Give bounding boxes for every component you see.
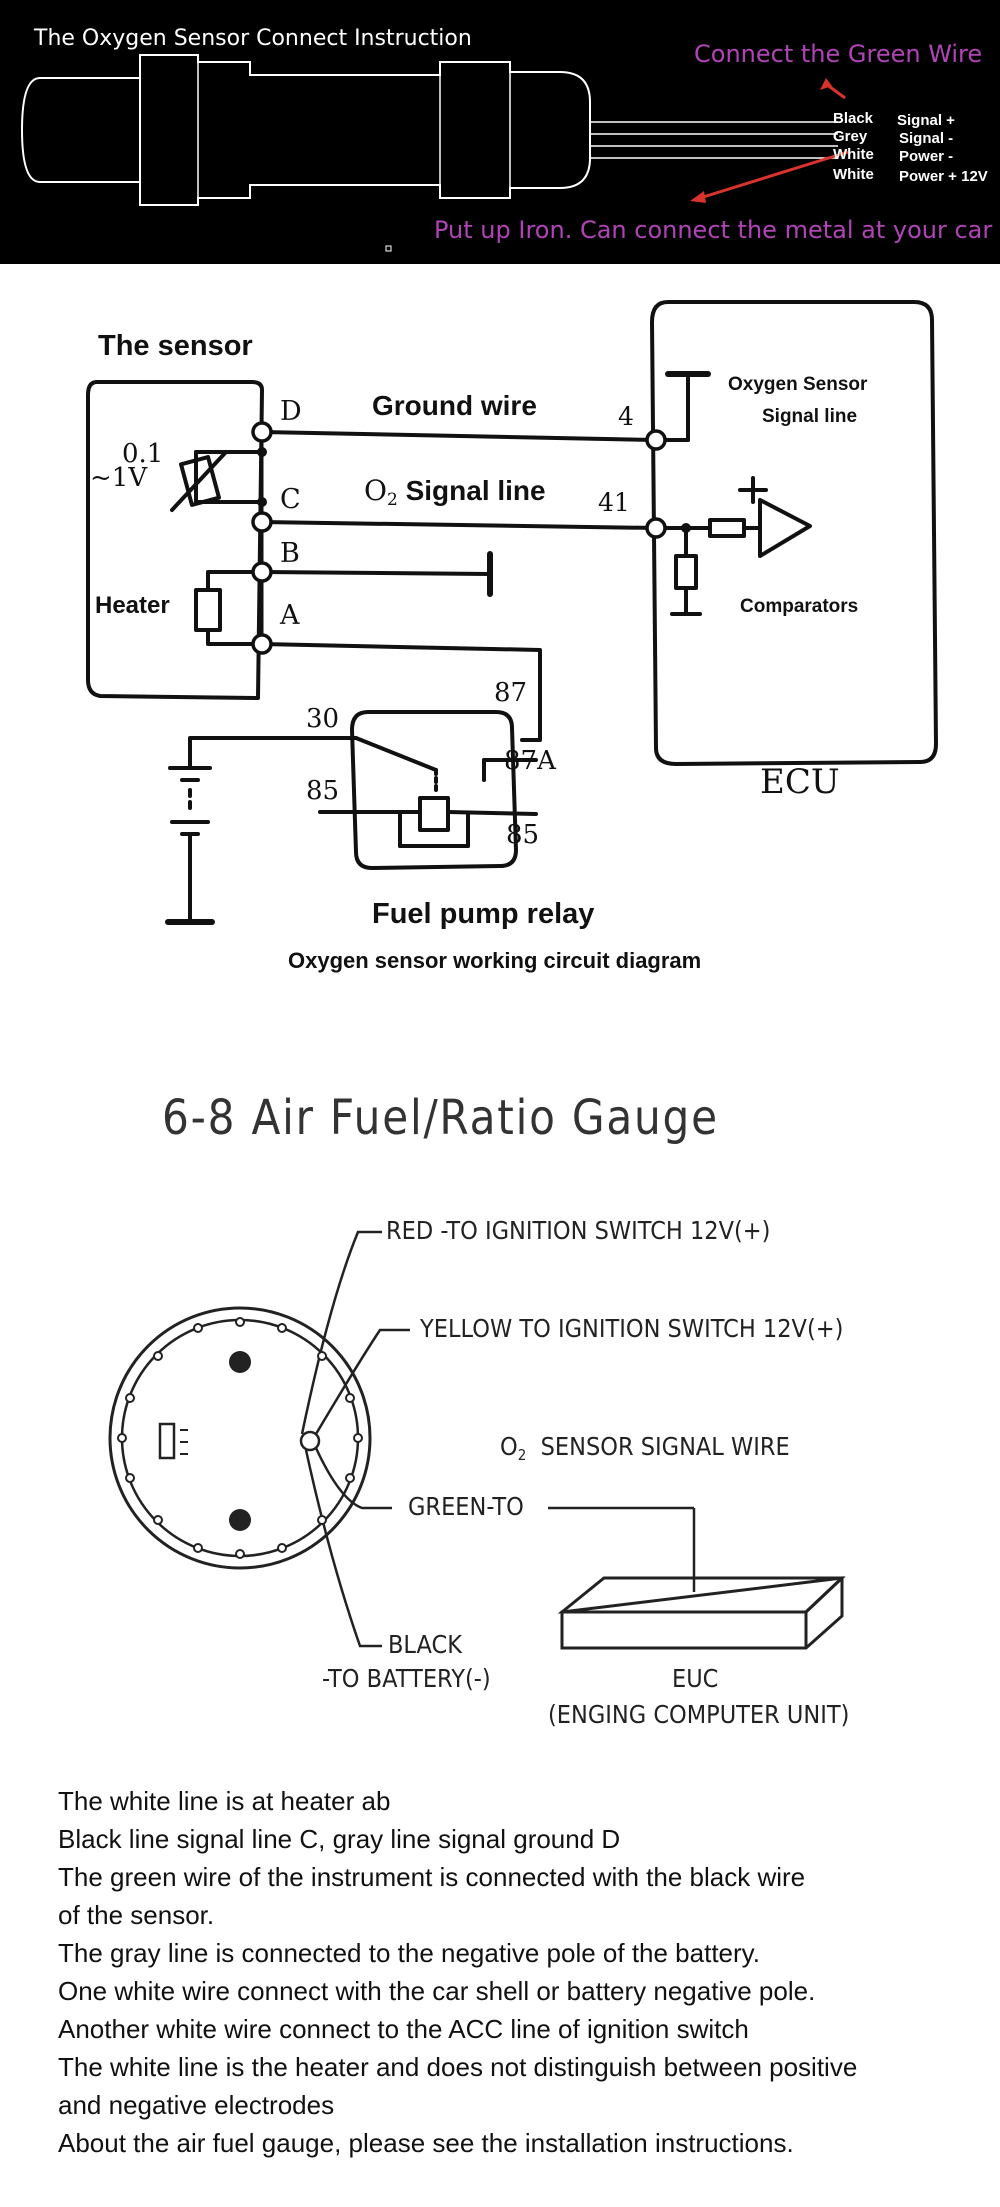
euc-box xyxy=(560,1576,844,1650)
pin-a-label: A xyxy=(280,600,300,631)
pin-a-dot xyxy=(251,633,273,655)
o2-subscript: 2 xyxy=(386,490,398,510)
relay-pin-30: 30 xyxy=(306,704,340,734)
red-wire xyxy=(300,1230,382,1435)
wire-signal-white-2: Power + 12V xyxy=(899,168,988,185)
o2-signal-line-label: O2 Signal line xyxy=(364,474,546,510)
green-wire xyxy=(314,1447,392,1510)
green-wire-note: Connect the Green Wire xyxy=(694,40,983,68)
pin-c-label: C xyxy=(280,484,301,515)
voltage-top: 0.1 xyxy=(122,439,164,469)
signal-line-text: Signal line xyxy=(405,475,546,506)
gauge-connector xyxy=(158,1422,176,1460)
note-line: The green wire of the instrument is conn… xyxy=(58,1862,806,1892)
relay-pin-87: 87 xyxy=(494,678,528,708)
ecu-pin-41-dot xyxy=(645,517,667,539)
voltage-label: 0.1 ~1V xyxy=(90,439,164,491)
yellow-wire xyxy=(314,1328,410,1435)
b-ground-wire xyxy=(260,570,492,576)
sensor-body-outline xyxy=(20,54,591,206)
o2-sensor-signal-label: O2 SENSOR SIGNAL WIRE xyxy=(500,1432,790,1464)
note-line: About the air fuel gauge, please see the… xyxy=(58,2128,794,2158)
sensor-connect-panel: The Oxygen Sensor Connect Instruction Co… xyxy=(0,0,1000,264)
note-line: Black line signal line C, gray line sign… xyxy=(58,1824,621,1854)
installation-notes: The white line is at heater ab Black lin… xyxy=(58,1782,978,2162)
pin-c-dot xyxy=(251,511,273,533)
red-wire-label: RED -TO IGNITION SWITCH 12V(+) xyxy=(386,1216,771,1245)
o2-signal-line xyxy=(260,520,658,530)
a-heater-wire xyxy=(260,642,542,742)
gauge-o2-signal-text: SENSOR SIGNAL WIRE xyxy=(540,1432,790,1461)
relay-pin-85: 85 xyxy=(306,776,340,806)
gauge-mount-bottom xyxy=(229,1509,251,1531)
gauge-wire-hole xyxy=(299,1430,321,1452)
connect-title: The Oxygen Sensor Connect Instruction xyxy=(34,26,472,51)
battery-label: -TO BATTERY(-) xyxy=(322,1664,491,1693)
wire-signal-white-1: Power - xyxy=(899,148,954,165)
sensor-title: The sensor xyxy=(98,330,253,362)
pin-b-dot xyxy=(251,561,273,583)
heater-label: Heater xyxy=(95,592,170,619)
gauge-heading: 6-8 Air Fuel/Ratio Gauge xyxy=(162,1090,719,1146)
note-line: Another white wire connect to the ACC li… xyxy=(58,2014,749,2044)
green-wire-label: GREEN-TO xyxy=(408,1492,524,1521)
yellow-wire-label: YELLOW TO IGNITION SWITCH 12V(+) xyxy=(420,1314,844,1343)
gauge-mount-top xyxy=(229,1351,251,1373)
wire-color-grey: Grey xyxy=(833,128,868,145)
wire-color-white-2: White xyxy=(833,166,874,183)
gauge-o2-symbol: O xyxy=(500,1432,518,1461)
sensor-outline-drawing xyxy=(20,54,849,252)
ecu-box xyxy=(650,300,938,766)
pin-d-label: D xyxy=(280,396,302,427)
circuit-caption: Oxygen sensor working circuit diagram xyxy=(288,948,702,973)
note-line: One white wire connect with the car shel… xyxy=(58,1976,816,2006)
ecu-o2-title: Oxygen Sensor xyxy=(728,374,868,395)
ground-wire-label: Ground wire xyxy=(372,390,537,421)
sensor-box xyxy=(86,380,264,700)
euc-label: EUC xyxy=(672,1664,719,1693)
gauge-outer-ring xyxy=(108,1306,372,1570)
wire-colors: Black Grey White White xyxy=(833,110,874,184)
arrow-to-iron-note xyxy=(699,150,849,200)
ecu-o2-subtitle: Signal line xyxy=(762,406,858,427)
pin-b-label: B xyxy=(280,538,300,569)
voltage-element xyxy=(179,455,221,507)
fuel-pump-relay-box xyxy=(350,710,518,870)
o2-symbol: O xyxy=(364,474,387,507)
wire-signal-black: Signal + xyxy=(897,112,955,129)
wire-color-black: Black xyxy=(833,110,874,127)
ecu-pin-41-label: 41 xyxy=(598,488,630,517)
wire-signal-grey: Signal - xyxy=(899,130,954,147)
note-line: of the sensor. xyxy=(58,1900,215,1930)
ecu-pin-4-label: 4 xyxy=(618,402,634,431)
euc-full-label: (ENGING COMPUTER UNIT) xyxy=(548,1700,850,1729)
comparators-label: Comparators xyxy=(740,596,859,617)
ecu-label: ECU xyxy=(760,762,840,802)
voltage-bottom: ~1V xyxy=(90,463,148,493)
relay-label: Fuel pump relay xyxy=(372,898,595,930)
ground-wire xyxy=(260,430,658,442)
gauge-o2-subscript: 2 xyxy=(517,1446,527,1464)
note-line: and negative electrodes xyxy=(58,2090,335,2120)
wire-color-white-1: White xyxy=(833,146,874,163)
note-line: The white line is at heater ab xyxy=(58,1786,391,1816)
black-wire xyxy=(304,1449,382,1648)
iron-note: Put up Iron. Can connect the metal at yo… xyxy=(434,216,993,244)
note-line: The gray line is connected to the negati… xyxy=(58,1938,760,1968)
black-wire-label: BLACK xyxy=(388,1630,462,1659)
ecu-pin-4-dot xyxy=(645,429,667,451)
relay-pin-87a: 87A xyxy=(504,746,556,776)
pin-d-dot xyxy=(251,421,273,443)
wire-signals: Signal + Signal - Power - Power + 12V xyxy=(897,112,988,186)
relay-pin-85b: 85 xyxy=(506,820,540,850)
oxygen-sensor-circuit-diagram xyxy=(86,300,938,925)
note-line: The white line is the heater and does no… xyxy=(58,2052,858,2082)
